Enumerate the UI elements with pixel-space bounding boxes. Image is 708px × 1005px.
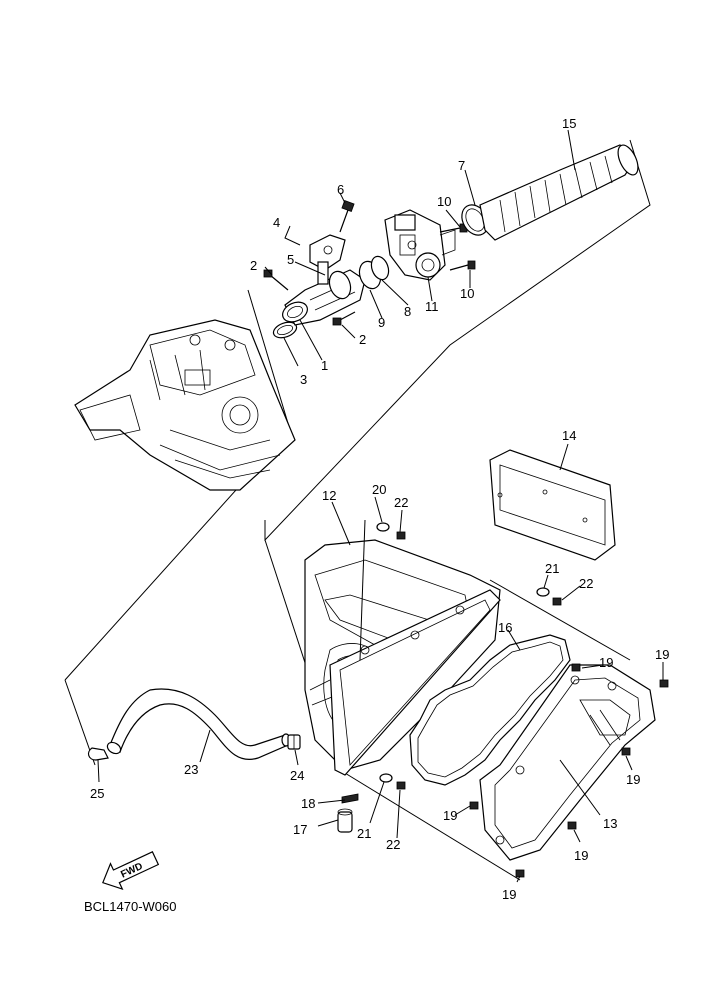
- bolts: [396, 531, 669, 878]
- callout-21: 21: [357, 826, 371, 841]
- part-16-gasket: [409, 634, 571, 786]
- part-23-hose: [106, 688, 291, 760]
- part-3-o-ring: [272, 321, 298, 339]
- part-17-plug: [337, 808, 353, 833]
- part-12-air-filter-case: [304, 539, 501, 776]
- callout-23: 23: [184, 762, 198, 777]
- callout-14: 14: [562, 428, 576, 443]
- part-11-throttle-body: [384, 209, 456, 281]
- callout-10: 10: [437, 194, 451, 209]
- callout-22: 22: [394, 495, 408, 510]
- callout-1: 1: [321, 358, 328, 373]
- callout-10: 10: [460, 286, 474, 301]
- part-4-sensor: [309, 234, 346, 285]
- callout-17: 17: [293, 822, 307, 837]
- callout-12: 12: [322, 488, 336, 503]
- callout-20: 20: [372, 482, 386, 497]
- callout-8: 8: [404, 304, 411, 319]
- part-24-clip: [287, 734, 301, 750]
- callout-13: 13: [603, 816, 617, 831]
- part-25-clip: [87, 747, 109, 761]
- callout-22: 22: [579, 576, 593, 591]
- callout-4: 4: [273, 215, 280, 230]
- fwd-arrow: FWD: [102, 851, 160, 891]
- callout-15: 15: [562, 116, 576, 131]
- fwd-label: FWD: [119, 861, 144, 881]
- part-15-intake-duct: [479, 144, 639, 241]
- part-8-gasket: [370, 255, 390, 281]
- diagram-code: BCL1470-W060: [84, 899, 177, 914]
- callout-16: 16: [498, 620, 512, 635]
- washers: [376, 522, 550, 783]
- callout-19: 19: [502, 887, 516, 902]
- callout-labels: 1 2 2 3 4 5 6 7 8 9 10 10 11 12 13 14 15…: [90, 116, 669, 902]
- callout-19: 19: [626, 772, 640, 787]
- callout-2: 2: [250, 258, 257, 273]
- part-2-bolts: [263, 269, 356, 326]
- callout-7: 7: [458, 158, 465, 173]
- part-6-bolt: [339, 200, 355, 233]
- callout-19: 19: [443, 808, 457, 823]
- callout-25: 25: [90, 786, 104, 801]
- callout-3: 3: [300, 372, 307, 387]
- callout-9: 9: [378, 315, 385, 330]
- callout-2: 2: [359, 332, 366, 347]
- part-14-filter-element: [489, 449, 616, 561]
- callout-18: 18: [301, 796, 315, 811]
- callout-5: 5: [287, 252, 294, 267]
- part-5-clamp: [328, 270, 352, 300]
- callout-11: 11: [425, 299, 439, 314]
- engine-head: [74, 319, 296, 491]
- part-13-cover: [479, 664, 656, 861]
- leader-lines: [97, 129, 664, 883]
- callout-22: 22: [386, 837, 400, 852]
- callout-21: 21: [545, 561, 559, 576]
- callout-24: 24: [290, 768, 304, 783]
- callout-19: 19: [655, 647, 669, 662]
- callout-6: 6: [337, 182, 344, 197]
- part-18-clip: [341, 793, 359, 804]
- callout-19: 19: [599, 655, 613, 670]
- callout-19: 19: [574, 848, 588, 863]
